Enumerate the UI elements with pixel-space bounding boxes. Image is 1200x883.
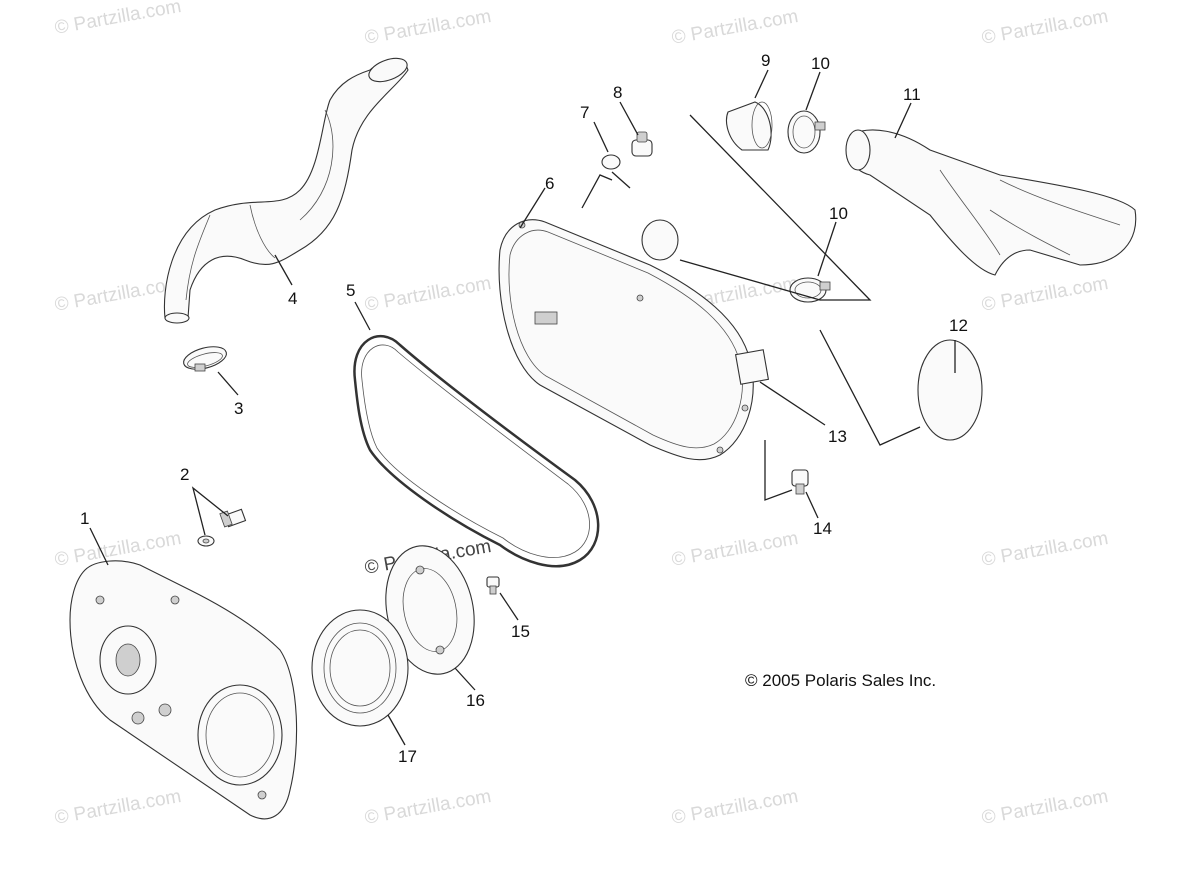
callout-5: 5 [346,281,356,300]
callout-11: 11 [903,85,921,104]
drive-belt-part [353,334,600,568]
seal-part-17 [311,609,409,727]
clamp-part-10-lower [789,277,831,303]
bolt-part-15 [486,576,500,595]
callout-2: 2 [180,465,190,484]
clamp-part-3 [183,346,227,372]
o-ring-part [601,154,621,170]
callout-1: 1 [80,509,90,528]
callout-12: 12 [949,316,968,335]
inner-cover-part [69,560,298,820]
bolt-part-14 [791,469,809,495]
plug-part [631,131,653,157]
clutch-cover-part [498,219,770,461]
callout-8: 8 [613,83,623,102]
callout-6: 6 [545,174,555,193]
callout-10-lower: 10 [829,204,848,223]
callout-13: 13 [828,427,847,446]
leader-lines [89,69,956,746]
callout-10-top: 10 [811,54,830,73]
callout-9: 9 [761,51,771,70]
plate-part-16 [385,545,475,675]
callout-15: 15 [511,622,530,641]
washer-part-12 [917,339,983,441]
air-duct-part [845,129,1137,276]
intake-duct-part [163,57,409,324]
callout-16: 16 [466,691,485,710]
copyright-notice: © 2005 Polaris Sales Inc. [745,671,937,690]
callout-3: 3 [234,399,244,418]
callout-14: 14 [813,519,832,538]
callout-17: 17 [398,747,417,766]
boot-part [725,101,773,151]
callout-7: 7 [580,103,590,122]
callout-4: 4 [288,289,298,308]
bolt-part-2 [197,508,247,547]
clamp-part-10-top [787,110,826,154]
